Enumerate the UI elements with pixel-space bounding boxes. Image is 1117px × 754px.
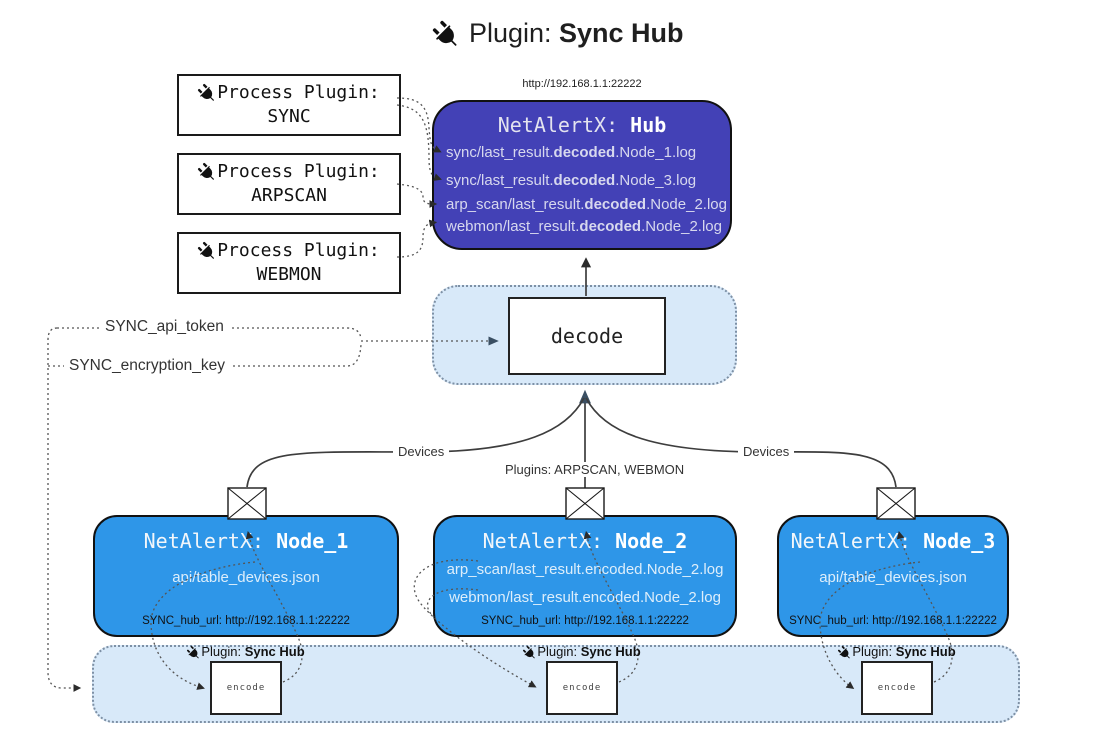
hub-url: http://192.168.1.1:22222 (522, 78, 642, 90)
plug-icon (433, 20, 457, 46)
title-bold: Sync Hub (559, 18, 684, 48)
plugins-center-label: Plugins: ARPSCAN, WEBMON (500, 462, 690, 477)
hub-title: NetAlertX: Hub (434, 113, 730, 137)
process-plugin-arpscan: Process Plugin: ARPSCAN (177, 153, 401, 215)
node-1-box: NetAlertX: Node_1 api/table_devices.json… (93, 515, 399, 637)
node-3-box: NetAlertX: Node_3 api/table_devices.json… (777, 515, 1009, 637)
plug-icon (198, 162, 215, 180)
node-file: arp_scan/last_result.encoded.Node_2.log (446, 561, 724, 578)
process-plugin-sync: Process Plugin: SYNC (177, 74, 401, 136)
node-title: NetAlertX: Node_1 (143, 529, 349, 553)
hub-title-bold: Hub (630, 113, 667, 137)
node-hub-url: SYNC_hub_url: http://192.168.1.1:22222 (789, 615, 997, 627)
node-hub-url: SYNC_hub_url: http://192.168.1.1:22222 (142, 615, 350, 627)
plug-icon (187, 645, 200, 658)
node-file: api/table_devices.json (819, 569, 967, 586)
page-title: Plugin: Sync Hub (0, 18, 1117, 49)
hub-log-line: webmon/last_result.decoded.Node_2.log (446, 218, 722, 235)
process-plugin-label: Process Plugin: (217, 82, 380, 103)
plug-icon (523, 645, 536, 658)
sync-api-token-label: SYNC_api_token (100, 318, 229, 336)
node-2-box: NetAlertX: Node_2 arp_scan/last_result.e… (433, 515, 737, 637)
encode-box: encode (210, 661, 282, 715)
hub-title-prefix: NetAlertX: (497, 113, 631, 137)
encoder-label: Plugin: Sync Hub (156, 644, 336, 660)
node-file: webmon/last_result.encoded.Node_2.log (449, 589, 721, 606)
encode-box: encode (861, 661, 933, 715)
node-file: api/table_devices.json (172, 569, 320, 586)
process-plugin-name: WEBMON (256, 264, 322, 285)
process-plugin-label-row: Process Plugin: (198, 160, 380, 184)
process-plugin-name: ARPSCAN (251, 185, 327, 206)
node-title: NetAlertX: Node_2 (482, 529, 688, 553)
encoder-label: Plugin: Sync Hub (807, 644, 987, 660)
encode-box: encode (546, 661, 618, 715)
process-plugin-label: Process Plugin: (217, 240, 380, 261)
plug-icon (198, 241, 215, 259)
sync-encryption-key-label: SYNC_encryption_key (64, 357, 230, 375)
process-plugin-label: Process Plugin: (217, 161, 380, 182)
hub-log-line: sync/last_result.decoded.Node_1.log (446, 144, 697, 161)
process-plugin-label-row: Process Plugin: (198, 81, 380, 105)
title-prefix: Plugin: (468, 18, 560, 48)
plug-icon (198, 83, 215, 101)
edge-plugins-to-hub (396, 97, 442, 258)
devices-right-label: Devices (738, 444, 795, 459)
hub-log-line: sync/last_result.decoded.Node_3.log (446, 172, 697, 189)
hub-box: NetAlertX: Hub sync/last_result.decoded.… (432, 100, 732, 250)
process-plugin-label-row: Process Plugin: (198, 239, 380, 263)
decode-box: decode (508, 297, 666, 375)
process-plugin-webmon: Process Plugin: WEBMON (177, 232, 401, 294)
devices-left-label: Devices (393, 444, 450, 459)
node-hub-url: SYNC_hub_url: http://192.168.1.1:22222 (481, 615, 689, 627)
encoder-label: Plugin: Sync Hub (492, 644, 672, 660)
node-title: NetAlertX: Node_3 (790, 529, 996, 553)
plug-icon (838, 645, 851, 658)
hub-log-line: arp_scan/last_result.decoded.Node_2.log (446, 196, 727, 213)
process-plugin-name: SYNC (267, 106, 311, 127)
